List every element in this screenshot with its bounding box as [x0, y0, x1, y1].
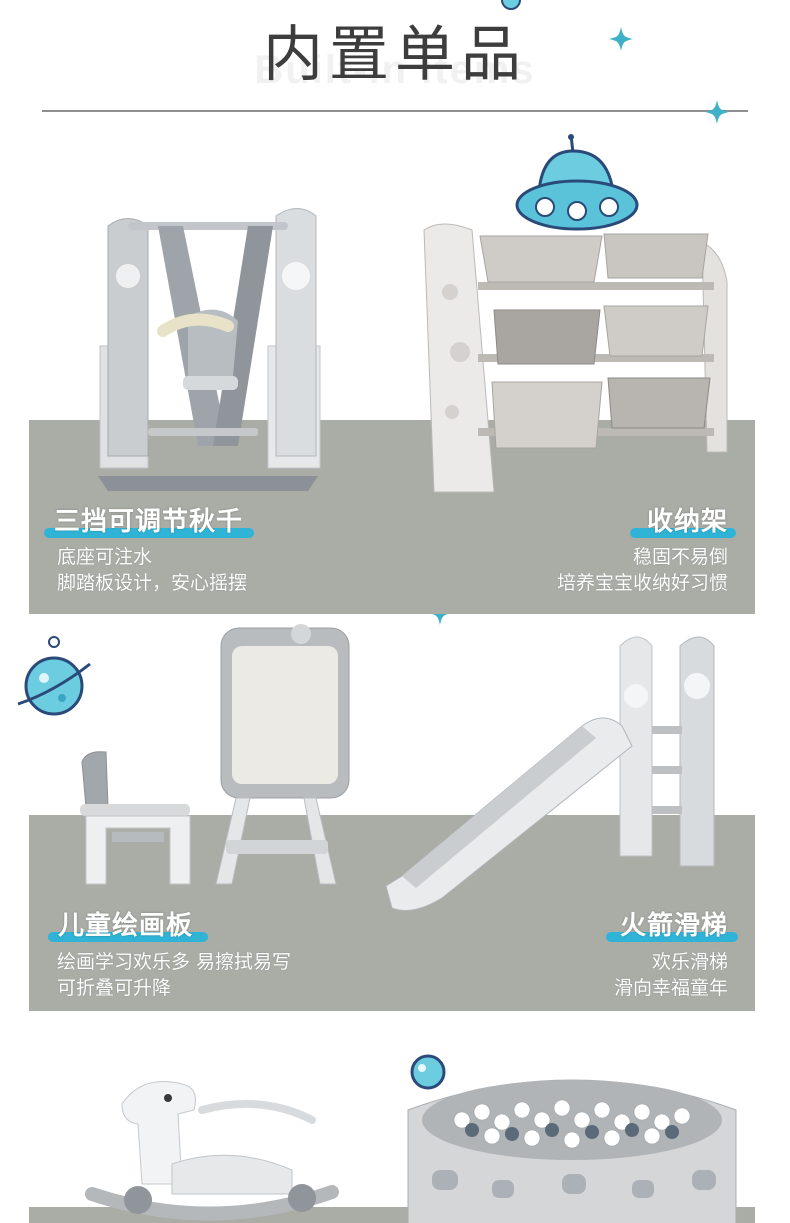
planet-icon	[410, 1054, 446, 1090]
planet-icon	[17, 636, 91, 716]
caption-underline	[44, 528, 254, 538]
sparkle-star-icon	[609, 27, 633, 51]
sparkle-star-icon	[705, 100, 729, 124]
product-title-shelf: 收纳架	[646, 507, 728, 537]
header-subtitle: Built-in items	[254, 48, 536, 92]
rocket-slide-illustration	[385, 636, 715, 911]
header-divider	[42, 110, 748, 112]
caption-underline	[606, 932, 738, 942]
product-feature-line: 脚踏板设计，安心摇摆	[57, 572, 248, 594]
planet-icon	[501, 0, 521, 10]
ufo-icon	[515, 134, 639, 231]
product-title-drawing-board: 儿童绘画板	[58, 911, 194, 941]
caption-underline	[630, 528, 736, 538]
product-feature-line: 绘画学习欢乐多 易擦拭易写	[57, 951, 292, 973]
product-title-swing: 三挡可调节秋千	[54, 507, 244, 537]
rocking-horse-illustration	[85, 1081, 339, 1221]
product-feature-line: 培养宝宝收纳好习惯	[556, 572, 728, 594]
header-title: 内置单品	[263, 20, 527, 90]
product-feature-line: 稳固不易倒	[632, 546, 728, 568]
caption-underline	[48, 932, 208, 942]
product-feature-line: 可折叠可升降	[57, 977, 172, 999]
product-band-1	[29, 420, 755, 614]
product-feature-line: 滑向幸福童年	[613, 977, 728, 999]
product-feature-line: 底座可注水	[57, 546, 153, 568]
product-feature-line: 欢乐滑梯	[651, 951, 728, 973]
storage-shelf-illustration	[423, 223, 728, 493]
ball-pit-illustration	[407, 1079, 737, 1223]
swing-illustration	[98, 208, 321, 491]
drawing-board-illustration	[80, 624, 350, 885]
product-title-rocket-slide: 火箭滑梯	[619, 911, 728, 941]
